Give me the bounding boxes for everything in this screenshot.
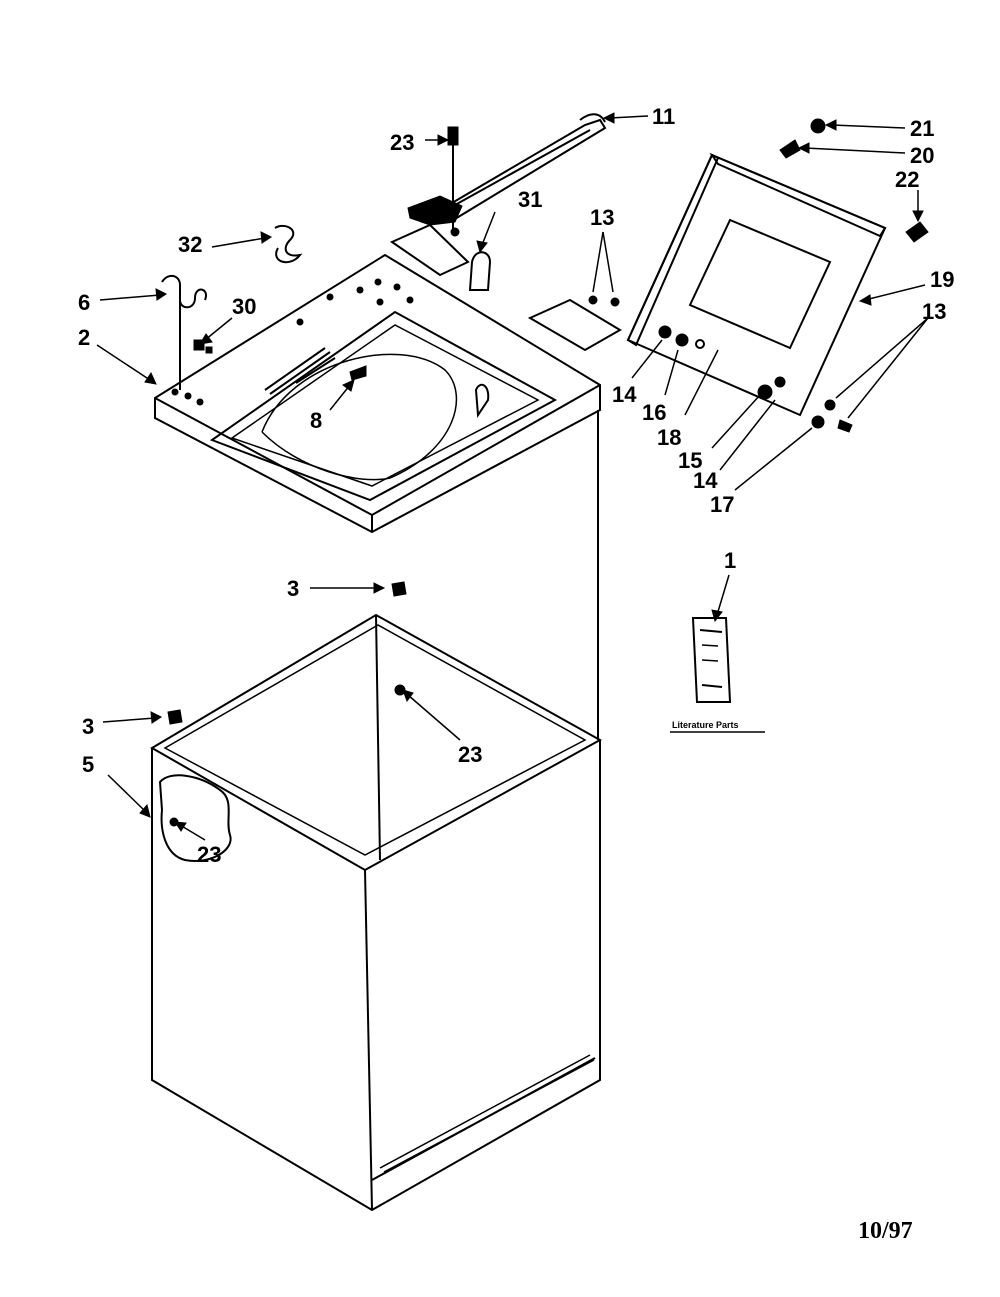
label-15: 15 — [678, 448, 702, 473]
lid-shield — [527, 298, 622, 352]
label-13-left: 13 — [590, 205, 614, 230]
label-23-top: 23 — [390, 130, 414, 155]
label-8: 8 — [310, 408, 322, 433]
label-14-upper: 14 — [612, 382, 637, 407]
label-16: 16 — [642, 400, 666, 425]
clip — [349, 365, 367, 381]
date-code: 10/97 — [858, 1218, 913, 1244]
rear-shield — [389, 223, 470, 277]
clip-3-top — [391, 581, 407, 597]
lid-switch-assembly — [407, 113, 607, 237]
label-14-lower: 14 — [693, 468, 718, 493]
label-3-top: 3 — [287, 576, 299, 601]
label-17: 17 — [710, 492, 734, 517]
label-13-right: 13 — [922, 299, 946, 324]
label-3-left: 3 — [82, 714, 94, 739]
label-23-cabinet: 23 — [458, 742, 482, 767]
label-32: 32 — [178, 232, 202, 257]
bumper-20 — [779, 139, 801, 159]
screw-22 — [905, 221, 929, 243]
leader-lines — [96, 112, 929, 841]
washer-top — [154, 251, 601, 534]
hinge-bracket — [468, 251, 492, 291]
label-22: 22 — [895, 167, 919, 192]
label-1: 1 — [724, 548, 736, 573]
washer-lid — [626, 152, 887, 433]
label-5: 5 — [82, 752, 94, 777]
spring-6 — [161, 274, 207, 309]
label-6: 6 — [78, 290, 90, 315]
clip-3-left — [167, 709, 183, 725]
label-30: 30 — [232, 294, 256, 319]
label-20: 20 — [910, 143, 934, 168]
bumper-21 — [810, 118, 826, 134]
label-19: 19 — [930, 267, 954, 292]
label-21: 21 — [910, 116, 934, 141]
label-31: 31 — [518, 187, 542, 212]
label-23-cutaway: 23 — [197, 842, 221, 867]
literature-parts-caption: Literature Parts — [672, 720, 739, 730]
literature-parts — [670, 617, 765, 733]
label-2: 2 — [78, 325, 90, 350]
label-11: 11 — [652, 104, 675, 129]
cutaway-view — [158, 774, 232, 862]
vent-slots — [264, 347, 336, 395]
screw-30 — [193, 339, 205, 351]
screw-23-top — [447, 126, 459, 146]
clip-32 — [274, 224, 303, 264]
label-18: 18 — [657, 425, 681, 450]
washer-cabinet — [150, 410, 603, 1212]
callout-labels: 11 23 21 20 22 19 13 13 31 32 6 30 2 8 1… — [78, 104, 954, 867]
